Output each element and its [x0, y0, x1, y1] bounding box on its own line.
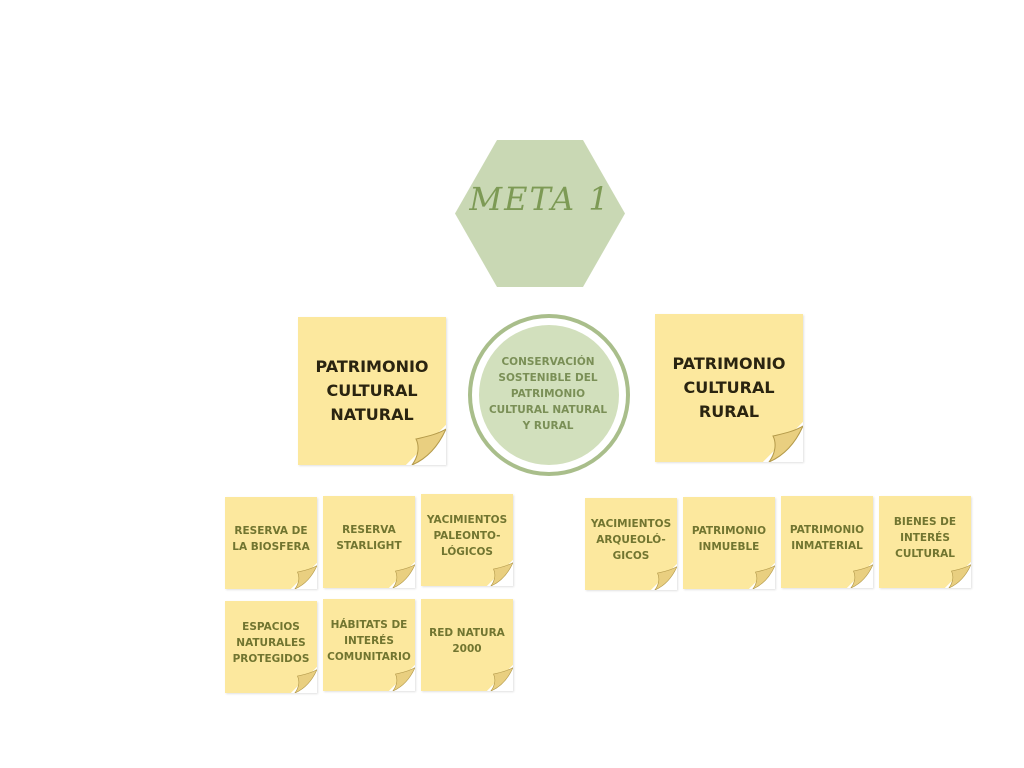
category-title: PATRIMONIO CULTURAL RURAL — [672, 354, 786, 421]
page-curl-icon — [389, 562, 415, 588]
page-curl-icon — [389, 665, 415, 691]
item-label: HÁBITATS DE INTERÉS COMUNITARIO — [327, 619, 411, 663]
center-goal-text: CONSERVACIÓN SOSTENIBLE DEL PATRIMONIO C… — [488, 356, 608, 432]
item-note: PATRIMONIO INMATERIAL — [781, 496, 873, 588]
item-label: RESERVA STARLIGHT — [336, 524, 402, 552]
item-label: PATRIMONIO INMUEBLE — [691, 525, 767, 553]
item-note: PATRIMONIO INMUEBLE — [683, 497, 775, 589]
item-note: RED NATURA 2000 — [421, 599, 513, 691]
page-curl-icon — [945, 562, 971, 588]
category-note-rural: PATRIMONIO CULTURAL RURAL — [655, 314, 803, 462]
item-note: ESPACIOS NATURALES PROTEGIDOS — [225, 601, 317, 693]
item-label: YACIMIENTOS PALEONTO- LÓGICOS — [426, 514, 508, 558]
page-curl-icon — [291, 563, 317, 589]
item-label: ESPACIOS NATURALES PROTEGIDOS — [232, 621, 310, 665]
hexagon-shape — [455, 140, 625, 287]
item-label: BIENES DE INTERÉS CULTURAL — [893, 516, 957, 560]
category-note-natural: PATRIMONIO CULTURAL NATURAL — [298, 317, 446, 465]
page-curl-icon — [406, 425, 446, 465]
item-label: RED NATURA 2000 — [429, 627, 505, 655]
item-note: BIENES DE INTERÉS CULTURAL — [879, 496, 971, 588]
page-curl-icon — [291, 667, 317, 693]
item-label: RESERVA DE LA BIOSFERA — [232, 525, 310, 553]
item-note: RESERVA DE LA BIOSFERA — [225, 497, 317, 589]
item-note: YACIMIENTOS ARQUEOLÓ- GICOS — [585, 498, 677, 590]
center-circle — [468, 314, 630, 476]
page-curl-icon — [487, 560, 513, 586]
page-curl-icon — [847, 562, 873, 588]
item-label: PATRIMONIO INMATERIAL — [789, 524, 865, 552]
page-curl-icon — [763, 422, 803, 462]
meta-title: META 1 — [469, 180, 611, 218]
item-label: YACIMIENTOS ARQUEOLÓ- GICOS — [590, 518, 672, 562]
item-note: HÁBITATS DE INTERÉS COMUNITARIO — [323, 599, 415, 691]
page-curl-icon — [749, 563, 775, 589]
page-curl-icon — [487, 665, 513, 691]
page-curl-icon — [651, 564, 677, 590]
item-note: RESERVA STARLIGHT — [323, 496, 415, 588]
category-title: PATRIMONIO CULTURAL NATURAL — [315, 357, 429, 424]
item-note: YACIMIENTOS PALEONTO- LÓGICOS — [421, 494, 513, 586]
